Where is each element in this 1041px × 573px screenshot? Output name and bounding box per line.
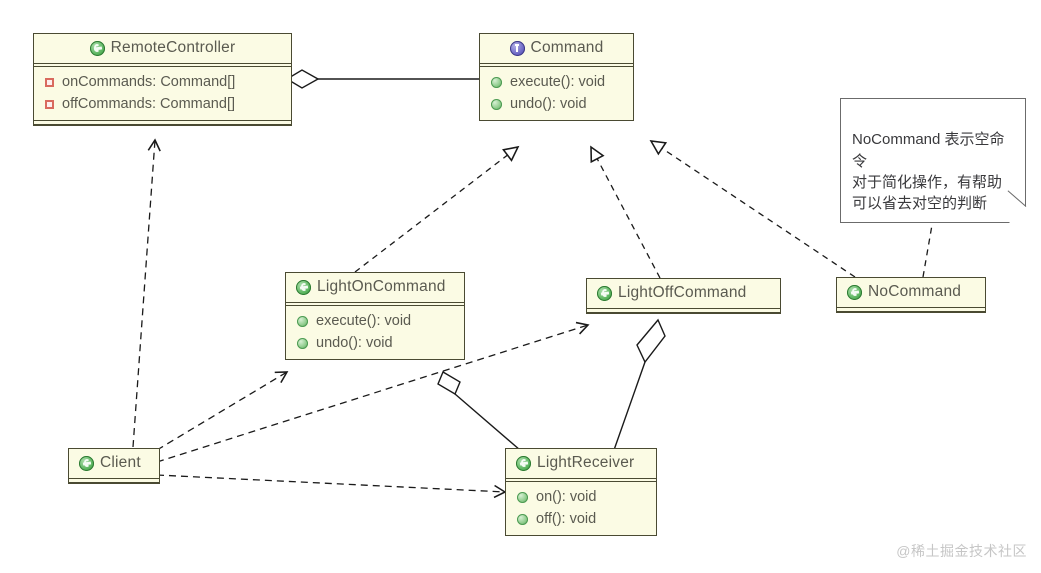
class-box-client[interactable]: Client — [68, 448, 160, 484]
class-box-light-on-command[interactable]: LightOnCommand execute(): void undo(): v… — [285, 272, 465, 360]
class-box-command[interactable]: Command execute(): void undo(): void — [479, 33, 634, 121]
member-label: offCommands: Command[] — [62, 96, 235, 112]
class-member-row[interactable]: undo(): void — [286, 332, 464, 354]
field-icon — [45, 77, 54, 87]
class-icon — [516, 455, 531, 471]
class-member-row[interactable]: off(): void — [506, 508, 656, 530]
relationship-nocommand-note — [922, 224, 933, 278]
note-box-no-command[interactable]: NoCommand 表示空命令 对于简化操作，有帮助 可以省去对空的判断 — [840, 98, 1027, 223]
class-member-row[interactable]: offCommands: Command[] — [34, 93, 291, 115]
class-box-light-off-command[interactable]: LightOffCommand — [586, 278, 781, 314]
class-footer-rule — [34, 120, 291, 125]
class-member-row[interactable]: execute(): void — [286, 310, 464, 332]
member-label: execute(): void — [316, 313, 412, 329]
method-icon — [297, 315, 308, 327]
class-header-remote-controller: RemoteController — [34, 34, 291, 63]
member-label: on(): void — [536, 489, 597, 505]
class-divider — [34, 63, 291, 67]
relationship-client-remotecontroller — [132, 138, 161, 448]
note-fold-corner — [1009, 206, 1026, 223]
class-header-no-command: NoCommand — [837, 278, 985, 307]
class-member-row[interactable]: execute(): void — [480, 71, 633, 93]
class-member-row[interactable]: undo(): void — [480, 93, 633, 115]
class-name: NoCommand — [868, 283, 962, 300]
relationship-lightoncommand-lightreceiver — [437, 370, 521, 451]
relationship-client-lightoncommand — [156, 371, 289, 451]
relationship-nocommand-command — [649, 140, 856, 278]
class-members-light-on-command: execute(): void undo(): void — [286, 306, 464, 359]
method-icon — [517, 513, 528, 525]
relationship-lightoffcommand-lightreceiver — [613, 318, 666, 451]
class-footer-rule — [69, 478, 159, 483]
class-icon — [89, 40, 105, 56]
class-name: LightOnCommand — [317, 278, 446, 295]
class-footer-rule-inner — [837, 308, 985, 312]
class-icon — [847, 284, 862, 300]
watermark: @稀土掘金技术社区 — [896, 543, 1027, 559]
class-header-client: Client — [69, 449, 159, 478]
class-header-light-off-command: LightOffCommand — [587, 279, 780, 308]
interface-icon — [509, 40, 525, 56]
member-label: undo(): void — [316, 335, 393, 351]
class-member-row[interactable]: on(): void — [506, 486, 656, 508]
field-icon — [45, 99, 54, 109]
method-icon — [491, 98, 502, 110]
member-label: off(): void — [536, 511, 597, 527]
member-label: execute(): void — [510, 74, 606, 90]
class-header-command: Command — [480, 34, 633, 63]
class-box-light-receiver[interactable]: LightReceiver on(): void off(): void — [505, 448, 657, 536]
class-name: LightReceiver — [537, 454, 635, 471]
class-footer-rule-inner — [587, 309, 780, 313]
class-name: Command — [530, 39, 604, 56]
class-name: Client — [100, 454, 141, 471]
class-members-remote-controller: onCommands: Command[] offCommands: Comma… — [34, 67, 291, 120]
note-text: NoCommand 表示空命令 对于简化操作，有帮助 可以省去对空的判断 — [852, 131, 1005, 213]
class-box-no-command[interactable]: NoCommand — [836, 277, 986, 313]
class-header-light-on-command: LightOnCommand — [286, 273, 464, 302]
relationship-lightoncommand-command — [354, 145, 520, 273]
class-divider — [506, 478, 656, 482]
class-name: LightOffCommand — [618, 284, 747, 301]
relationship-remotecontroller-command — [285, 69, 479, 89]
class-icon — [79, 455, 94, 471]
class-members-command: execute(): void undo(): void — [480, 67, 633, 120]
method-icon — [491, 76, 502, 88]
note-fold-line — [1007, 190, 1027, 207]
member-label: onCommands: Command[] — [62, 74, 236, 90]
class-icon — [597, 285, 612, 301]
member-label: undo(): void — [510, 96, 587, 112]
class-footer-rule-inner — [69, 479, 159, 483]
class-footer-rule — [587, 308, 780, 313]
relationship-lightoffcommand-command — [590, 145, 661, 279]
relationship-client-lightreceiver — [156, 474, 507, 499]
class-divider — [480, 63, 633, 67]
class-name: RemoteController — [110, 39, 236, 56]
class-header-light-receiver: LightReceiver — [506, 449, 656, 478]
method-icon — [517, 491, 528, 503]
class-members-light-receiver: on(): void off(): void — [506, 482, 656, 535]
method-icon — [297, 337, 308, 349]
class-footer-rule — [837, 307, 985, 312]
class-member-row[interactable]: onCommands: Command[] — [34, 71, 291, 93]
class-box-remote-controller[interactable]: RemoteController onCommands: Command[] o… — [33, 33, 292, 126]
class-icon — [296, 279, 311, 295]
class-divider — [286, 302, 464, 306]
